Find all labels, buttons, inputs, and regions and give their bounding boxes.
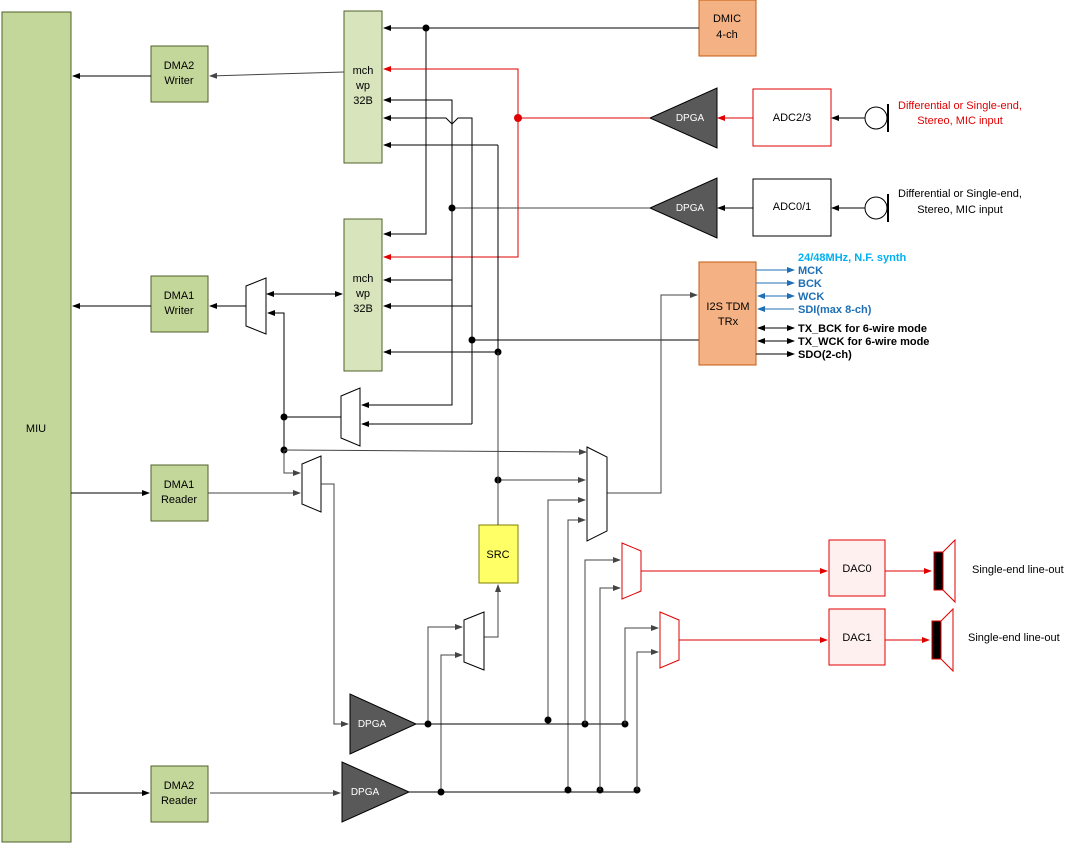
dpga-adc01-block: DPGA: [648, 177, 718, 239]
adc01-block: ADC0/1: [752, 178, 832, 237]
svg-text:DAC0: DAC0: [842, 563, 871, 575]
dma2-writer-block: DMA2 Writer: [150, 45, 209, 103]
svg-text:TX_BCK for 6-wire mode: TX_BCK for 6-wire mode: [798, 323, 927, 335]
svg-text:DPGA: DPGA: [676, 113, 705, 124]
svg-text:SRC: SRC: [486, 549, 509, 561]
dpga-output-buses: [409, 716, 641, 796]
mic-input-01-label: Differential or Single-end, Stereo, MIC …: [898, 188, 1022, 216]
miu-dma-links: [71, 73, 151, 796]
dma1-reader-block: DMA1 Reader: [150, 464, 209, 522]
svg-text:24/48MHz, N.F. synth: 24/48MHz, N.F. synth: [798, 252, 906, 264]
mux-reader: [301, 455, 322, 513]
adc01-wires: [361, 97, 650, 408]
dac0-block: DAC0: [828, 539, 886, 597]
dma2-reader-block: DMA2 Reader: [150, 765, 209, 823]
svg-text:MIU: MIU: [26, 423, 46, 435]
mchwp-dma-links: [209, 71, 345, 309]
svg-text:SDO(2-ch): SDO(2-ch): [798, 349, 852, 361]
mux-i2s-select: [586, 446, 608, 542]
svg-text:mch: mch: [353, 65, 374, 77]
svg-text:ADC2/3: ADC2/3: [773, 112, 812, 124]
svg-text:DPGA: DPGA: [676, 203, 705, 214]
dmic-block: DMIC 4-ch: [698, 0, 757, 57]
svg-text:BCK: BCK: [798, 278, 822, 290]
mchwp-top-block: mch wp 32B: [343, 10, 383, 164]
dpga-adc23-block: DPGA: [648, 87, 718, 149]
svg-text:Reader: Reader: [161, 494, 197, 506]
i2s-wires: [607, 292, 698, 494]
svg-text:Stereo, MIC input: Stereo, MIC input: [917, 204, 1003, 216]
mic-input-23-label: Differential or Single-end, Stereo, MIC …: [898, 100, 1022, 127]
svg-text:MCK: MCK: [798, 265, 823, 277]
dac-wires: [641, 568, 932, 643]
mux-src-select: [463, 611, 485, 671]
svg-text:DMA1: DMA1: [164, 479, 195, 491]
svg-text:Single-end line-out: Single-end line-out: [972, 564, 1064, 576]
mchwp-bottom-block: mch wp 32B: [343, 218, 383, 372]
svg-text:ADC0/1: ADC0/1: [773, 201, 812, 213]
svg-text:TX_WCK for 6-wire mode: TX_WCK for 6-wire mode: [798, 336, 929, 348]
svg-text:DPGA: DPGA: [351, 787, 380, 798]
left-routing-wires: [208, 310, 587, 496]
src-wires: [484, 352, 501, 638]
writer-misc-wires: [361, 115, 700, 427]
svg-text:WCK: WCK: [798, 291, 824, 303]
i2s-signal-labels: 24/48MHz, N.F. synth MCK BCK WCK SDI(max…: [798, 252, 929, 361]
mux-i2s-inputs: [494, 476, 586, 790]
i2s-signal-lines: [756, 267, 795, 357]
lineout-labels: Single-end line-out Single-end line-out: [968, 564, 1064, 644]
svg-text:32B: 32B: [353, 95, 373, 107]
dma1-writer-block: DMA1 Writer: [150, 275, 209, 333]
mux-dac0-select: [621, 542, 642, 600]
mux-loopback: [340, 387, 361, 447]
svg-text:wp: wp: [355, 288, 370, 300]
svg-text:32B: 32B: [353, 303, 373, 315]
mic-input-01-icon: [864, 194, 889, 222]
dac1-block: DAC1: [828, 608, 886, 666]
svg-text:SDI(max 8-ch): SDI(max 8-ch): [798, 304, 872, 316]
svg-text:Differential or Single-end,: Differential or Single-end,: [898, 100, 1022, 112]
svg-text:DMA2: DMA2: [164, 60, 195, 72]
dpga-mid-block: DPGA: [349, 693, 418, 755]
dpga-bottom-block: DPGA: [341, 761, 411, 823]
svg-text:wp: wp: [355, 80, 370, 92]
svg-text:I2S TDM: I2S TDM: [706, 301, 749, 313]
mux-writer-select: [245, 277, 267, 335]
svg-text:Stereo, MIC input: Stereo, MIC input: [917, 115, 1003, 127]
svg-text:DAC1: DAC1: [842, 632, 871, 644]
svg-text:TRx: TRx: [718, 316, 739, 328]
svg-text:Differential or Single-end,: Differential or Single-end,: [898, 188, 1022, 200]
svg-text:Writer: Writer: [164, 305, 193, 317]
adc23-block: ADC2/3: [752, 88, 832, 147]
reader-mux-to-dpga: [321, 483, 349, 727]
svg-text:Writer: Writer: [164, 75, 193, 87]
i2s-tdm-block: I2S TDM TRx: [698, 261, 757, 366]
svg-text:Single-end line-out: Single-end line-out: [968, 632, 1060, 644]
red-path-wires: [383, 66, 650, 260]
speaker-0-icon: [933, 538, 956, 604]
miu-block: MIU: [1, 11, 72, 843]
svg-text:mch: mch: [353, 273, 374, 285]
svg-text:Reader: Reader: [161, 795, 197, 807]
speaker-1-icon: [931, 607, 954, 673]
mic-input-23-icon: [864, 104, 889, 132]
mux-dac1-select: [659, 611, 680, 669]
svg-text:DPGA: DPGA: [358, 719, 387, 730]
svg-text:DMIC: DMIC: [713, 13, 741, 25]
svg-text:4-ch: 4-ch: [716, 29, 737, 41]
dac-mux-inputs: [584, 557, 659, 790]
svg-text:DMA1: DMA1: [164, 290, 195, 302]
mux-src-inputs: [427, 624, 463, 790]
dmic-wires: [383, 24, 699, 237]
src-block: SRC: [478, 524, 519, 584]
svg-text:DMA2: DMA2: [164, 780, 195, 792]
